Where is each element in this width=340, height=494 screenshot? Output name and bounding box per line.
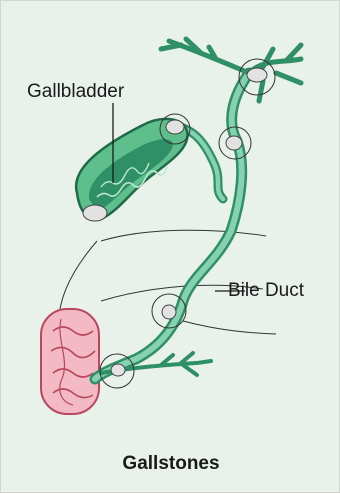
organ-outline-lower [183,321,276,334]
stone-highlight-circles [100,59,275,388]
figure-title: Gallstones [1,453,340,475]
intestine [41,309,99,414]
gallbladder-organ [76,119,187,220]
organ-outline-upper [101,230,266,241]
bile-duct-label: Bile Duct [228,280,304,302]
gallbladder-label: Gallbladder [27,81,124,103]
